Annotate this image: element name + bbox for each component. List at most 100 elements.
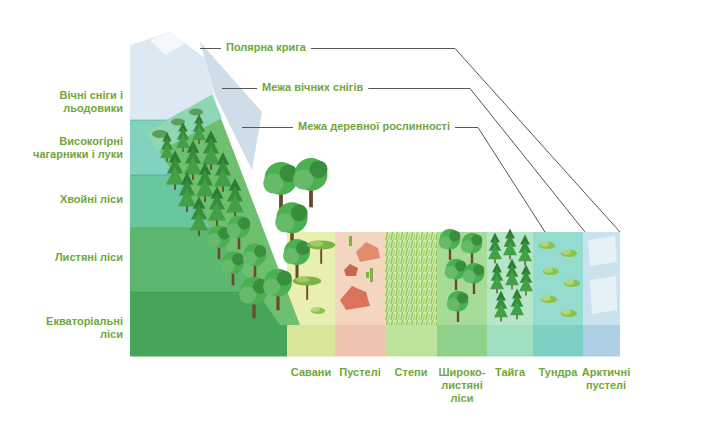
conifer-trees-part [190,196,208,236]
leader-lines-part [311,49,620,233]
top-surface-part [588,236,617,266]
tundra-bushes-part [543,267,559,275]
conifer-trees-part [178,172,196,212]
altitude-label-box: Вічні сніги і льодовики [23,89,123,115]
altitude-label-box: Високогірні чагарники і луки [23,135,123,161]
equatorial-trees-part [293,158,327,207]
desert-features-part [349,236,352,246]
tundra-bushes-part [561,309,577,317]
mountain-slope [145,95,300,325]
tundra-bushes-part [541,295,557,303]
front-cells-part [385,325,437,357]
broadleaf-trees-part [447,291,469,322]
taiga-trees-part [519,265,533,296]
tundra-bushes-part [539,241,555,249]
desert-features-part [370,268,373,282]
zone-label-box: Степи [385,366,437,379]
broadleaf-trees-part [439,229,461,260]
top-surface-part [335,232,385,325]
desert-features [340,236,380,310]
zone-label-box: Тундра [533,366,583,379]
broadleaf-trees-part [463,263,485,294]
front-cells [130,325,620,357]
equatorial-trees-part [263,269,292,311]
front-cells-part [335,325,385,357]
zone-label: Тундра [533,366,583,379]
deciduous-trees-part [221,252,244,286]
conifer-trees-part [214,152,232,192]
zone-label: Пустелі [334,366,386,379]
tundra-bushes-part [561,249,577,257]
deciduous-trees-part [227,216,250,250]
savanna-trees-part [307,241,336,264]
taiga-trees-part [488,233,502,264]
deciduous-trees [207,216,266,286]
front-cells-part [583,325,620,357]
leader-lines-part [242,127,293,128]
zone-label: Савани [286,366,336,379]
zone-label-box: Широко- листяні ліси [434,366,490,406]
equatorial-trees-part [283,239,310,278]
zone-label: Широко- листяні ліси [434,366,490,406]
conifer-trees-part [192,114,206,144]
altitude-label: Листяні ліси [23,251,123,264]
callout-label: Межа деревної рослинності [298,120,450,133]
top-surface-part [590,276,617,314]
top-surface-part [533,232,583,325]
leader-lines-part [222,88,257,89]
savanna-trees-part [293,277,322,300]
taiga-trees-part [494,291,508,322]
zone-label-box: Арктичні пустелі [575,366,637,392]
callout-label: Полярна крига [226,41,306,54]
leader-lines-part [200,48,221,49]
savanna-trees [293,241,336,315]
deciduous-trees-part [243,244,266,278]
taiga-trees [488,229,533,322]
conifer-trees-part [196,162,214,202]
mountain-slope-part [189,109,203,116]
conifer-trees-part [208,186,226,226]
callout-label-box: Полярна крига [226,41,306,54]
mountain-background-part [150,32,185,55]
zone-label-box: Пустелі [334,366,386,379]
callout-label: Межа вічних снігів [262,81,363,94]
taiga-trees-part [503,229,517,260]
altitude-label: Екваторіальні ліси [23,315,123,341]
altitude-label-box: Екваторіальні ліси [23,315,123,341]
zone-label-box: Савани [286,366,336,379]
broadleaf-trees [439,229,485,322]
tundra-bushes [539,241,580,317]
top-surface-part [385,232,437,325]
top-surface-part [583,232,620,325]
savanna-trees-part [311,307,325,314]
equatorial-trees-part [239,277,268,319]
tundra-bushes-part [564,279,580,287]
altitude-label-box: Хвойні ліси [23,193,123,206]
front-cells-part [437,325,487,357]
altitude-label: Вічні сніги і льодовики [23,89,123,115]
desert-features-part [340,286,370,310]
desert-features-part [356,242,380,262]
leader-lines-part [368,89,585,233]
equatorial-trees [239,158,327,318]
front-cells-part [287,325,335,357]
zone-label: Степи [385,366,437,379]
broadleaf-trees-part [461,233,483,264]
leader-lines [200,49,620,233]
desert-features-part [344,264,358,276]
front-cells-part [487,325,533,357]
altitude-label-box: Листяні ліси [23,251,123,264]
zone-label: Арктичні пустелі [575,366,637,392]
conifer-trees-part [176,122,190,152]
callout-label-box: Межа вічних снігів [262,81,363,94]
mountain-slope-part [145,95,300,325]
zone-label-box: Тайга [487,366,533,379]
taiga-trees-part [490,263,504,294]
leader-lines-part [455,128,545,233]
altitude-label: Хвойні ліси [23,193,123,206]
zone-label: Тайга [487,366,533,379]
desert-features-part [366,272,369,278]
altitude-label: Високогірні чагарники і луки [23,135,123,161]
conifer-trees-part [226,178,244,218]
taiga-trees-part [510,289,524,320]
